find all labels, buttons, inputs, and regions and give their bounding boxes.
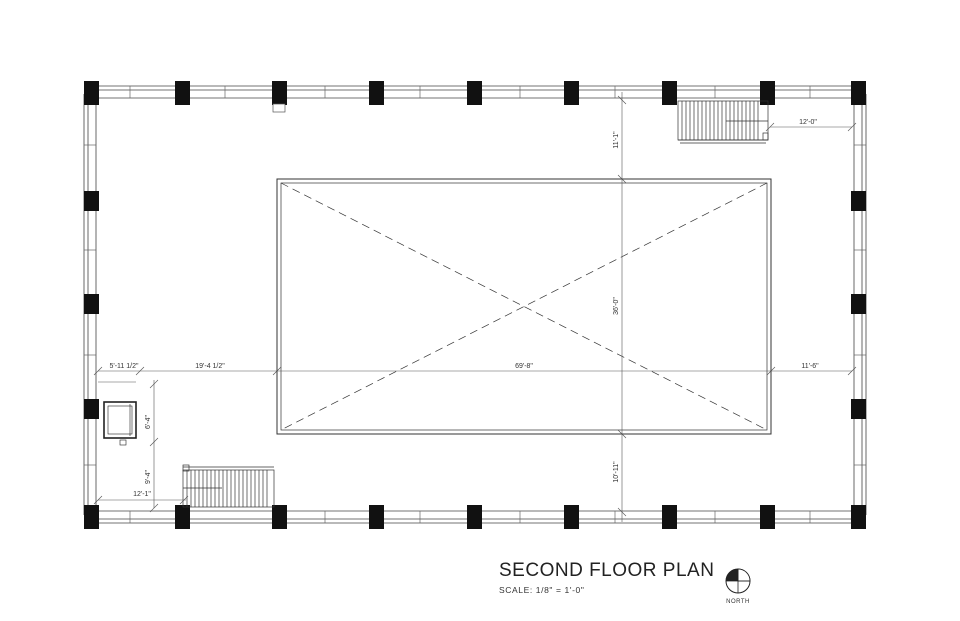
column — [760, 505, 775, 529]
plan-title: SECOND FLOOR PLAN — [499, 560, 715, 581]
column — [84, 191, 99, 211]
column — [84, 294, 99, 314]
column — [84, 81, 99, 105]
stair-northeast — [677, 100, 769, 144]
column — [467, 81, 482, 105]
column — [851, 81, 866, 105]
column — [851, 399, 866, 419]
north-label: NORTH — [726, 599, 750, 605]
columns — [84, 81, 866, 529]
dim-stair-offset-sw: 9'-4" — [145, 470, 152, 484]
title-block: SECOND FLOOR PLAN SCALE: 1/8" = 1'-0" — [499, 560, 714, 595]
dim-east-setback: 11'-6" — [801, 363, 819, 370]
column — [272, 81, 287, 105]
dim-opening-depth: 36'-0" — [613, 297, 620, 315]
dim-west-wall-offset: 5'-11 1/2" — [110, 363, 140, 370]
dim-elevator-depth: 6'-4" — [145, 415, 152, 429]
column — [175, 81, 190, 105]
dim-stair-width-ne: 12'-0" — [799, 119, 817, 126]
column — [851, 191, 866, 211]
dimension-lines — [93, 92, 857, 522]
elevator — [103, 401, 137, 446]
dim-south-setback: 10'-11" — [613, 461, 620, 483]
plan-scale: SCALE: 1/8" = 1'-0" — [499, 585, 585, 595]
column — [369, 81, 384, 105]
column — [662, 81, 677, 105]
column — [84, 505, 99, 529]
dim-opening-width: 69'-8" — [515, 363, 533, 370]
column — [84, 399, 99, 419]
dim-west-setback: 19'-4 1/2" — [195, 363, 225, 370]
dimension-labels: 12'-0" 11'-1" 36'-0" 10'-11" 5'-11 1/2" … — [110, 119, 820, 498]
stair-southwest — [182, 464, 275, 508]
wall-fixture — [272, 103, 286, 113]
north-arrow: NORTH — [725, 568, 751, 605]
dim-stair-width-sw: 12'-1" — [133, 491, 151, 498]
column — [564, 505, 579, 529]
column — [760, 81, 775, 105]
column — [369, 505, 384, 529]
column — [272, 505, 287, 529]
column — [851, 294, 866, 314]
central-opening — [276, 178, 772, 435]
exterior-walls — [83, 85, 867, 524]
column — [175, 505, 190, 529]
column — [564, 81, 579, 105]
dim-north-setback: 11'-1" — [613, 131, 620, 149]
column — [467, 505, 482, 529]
window-mullions — [84, 86, 866, 523]
column — [662, 505, 677, 529]
column — [851, 505, 866, 529]
